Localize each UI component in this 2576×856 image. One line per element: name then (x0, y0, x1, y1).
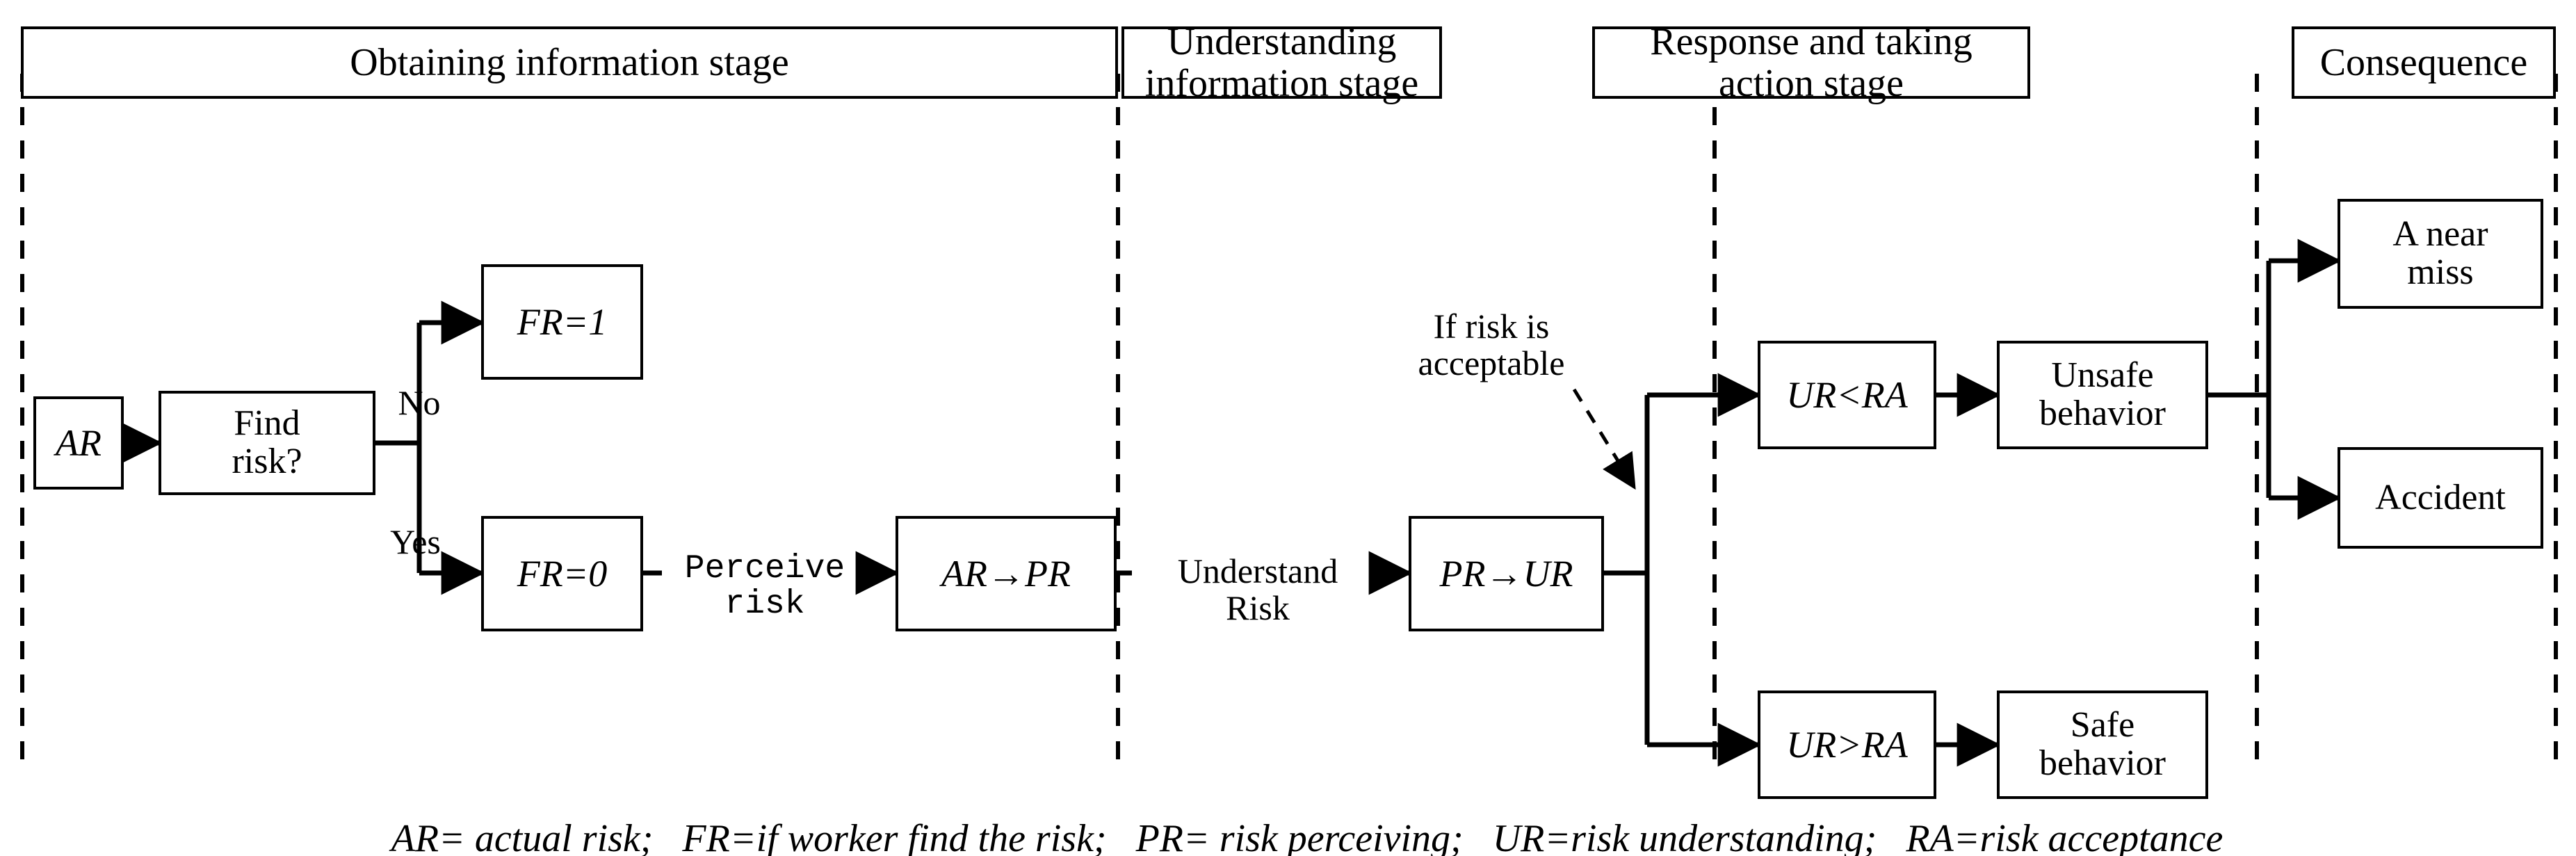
node-ur-lt-ra-label: UR<RA (1786, 373, 1908, 416)
node-near-miss-label: A near miss (2392, 214, 2488, 292)
node-ar-to-pr-label: AR→PR (941, 552, 1071, 595)
node-fr-0: FR=0 (481, 516, 643, 631)
stage-header-consequence-label: Consequence (2319, 40, 2528, 84)
node-fr-1-label: FR=1 (517, 300, 608, 343)
legend-abbreviations-text: AR= actual risk; FR=if worker find the r… (391, 817, 2223, 856)
node-ar-label: AR (56, 421, 102, 464)
node-unsafe-behavior: Unsafe behavior (1997, 341, 2208, 449)
node-accident: Accident (2338, 447, 2543, 549)
stage-header-obtaining-label: Obtaining information stage (350, 40, 789, 84)
node-accident-label: Accident (2375, 477, 2506, 517)
stage-header-response: Response and taking action stage (1592, 20, 2030, 104)
stage-header-response-label: Response and taking action stage (1650, 19, 1972, 105)
node-unsafe-behavior-label: Unsafe behavior (2039, 355, 2166, 433)
node-fr-0-label: FR=0 (517, 552, 608, 595)
annotation-leader-if-acceptable (1572, 388, 1636, 490)
node-ur-lt-ra: UR<RA (1758, 341, 1936, 449)
stage-header-obtaining: Obtaining information stage (21, 26, 1118, 99)
stage-header-consequence: Consequence (2292, 26, 2556, 99)
node-pr-to-ur-label: PR→UR (1439, 552, 1573, 595)
node-ar-to-pr: AR→PR (896, 516, 1117, 631)
node-near-miss: A near miss (2338, 199, 2543, 309)
node-find-risk: Find risk? (159, 391, 375, 495)
node-fr-1: FR=1 (481, 264, 643, 380)
node-ur-gt-ra: UR>RA (1758, 691, 1936, 799)
node-pr-to-ur: PR→UR (1409, 516, 1604, 631)
legend-abbreviations: AR= actual risk; FR=if worker find the r… (0, 772, 2576, 856)
stage-header-understanding-label: Understanding information stage (1144, 19, 1419, 105)
node-safe-behavior-label: Safe behavior (2039, 705, 2166, 783)
stage-header-understanding: Understanding information stage (1121, 20, 1442, 104)
node-ur-gt-ra-label: UR>RA (1786, 723, 1908, 766)
node-ar: AR (33, 396, 124, 490)
node-find-risk-label: Find risk? (232, 403, 302, 481)
node-safe-behavior: Safe behavior (1997, 691, 2208, 799)
